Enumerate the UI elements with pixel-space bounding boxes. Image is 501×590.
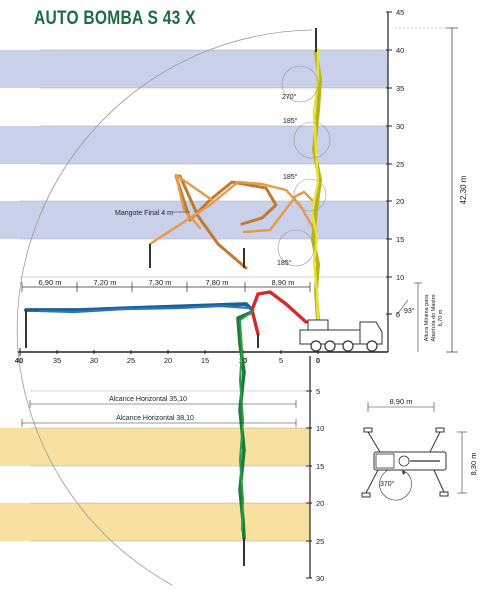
horizontal-reach: Alcance Horizontal 35,10 Alcance Horizon…	[21, 396, 297, 427]
reach-tick-35: 35	[53, 356, 61, 365]
depth-tick-20: 20	[316, 499, 324, 508]
depth-tick-30: 30	[316, 574, 324, 583]
height-tick-35: 35	[396, 84, 404, 93]
depth-tick-15: 15	[316, 462, 324, 471]
height-tick-20: 20	[396, 197, 404, 206]
depth-axis: 5 10 15 20 25 30	[306, 356, 324, 583]
boom-orange-inner	[148, 173, 314, 246]
boom-orange	[174, 174, 278, 270]
boom-yellow	[310, 48, 322, 324]
section-length-5: 8,90 m	[272, 278, 295, 287]
section-length-2: 7,20 m	[94, 278, 117, 287]
outrigger-top-view: 8,90 m 8,30 m 370°	[361, 397, 478, 501]
reach-tick-25: 25	[127, 356, 135, 365]
reach-tick-5: 5	[279, 356, 283, 365]
section-length-1: 6,90 m	[39, 278, 62, 287]
height-band-30-25	[0, 126, 388, 164]
reach-tick-30: 30	[90, 356, 98, 365]
rotation-angle-label: 370°	[380, 480, 395, 488]
page-title: AUTO BOMBA S 43 X	[34, 8, 196, 29]
mast-angle-marker	[395, 299, 409, 317]
reach-tick-40: 40	[15, 356, 23, 365]
boom-blue	[24, 302, 252, 314]
angle-label-top: 270°	[282, 93, 297, 101]
alcance-horizontal-35: Alcance Horizontal 35,10	[109, 396, 187, 403]
alcance-horizontal-38: Alcance Horizontal 38,10	[116, 415, 194, 422]
depth-band-10-15	[0, 428, 310, 466]
angle-label-joint2: 185°	[283, 173, 298, 181]
depth-tick-5: 5	[316, 387, 320, 396]
height-tick-30: 30	[396, 122, 404, 131]
altura-minima-line1: Altura Mínima para	[424, 294, 430, 341]
depth-band-20-25	[0, 503, 310, 541]
section-length-4: 7,80 m	[206, 278, 229, 287]
truck-side-view	[299, 319, 383, 352]
min-opening-height: Altura Mínima para Abertura do Mastro 6,…	[414, 282, 444, 352]
reach-tick-20: 20	[164, 356, 172, 365]
angle-label-joint3: 185°	[283, 117, 298, 125]
height-axis: 45 40 35 30 25 20 15 10 5	[386, 8, 404, 352]
height-band-40-35	[0, 50, 388, 88]
depth-bands	[0, 428, 310, 541]
height-bands	[0, 50, 388, 239]
depth-tick-10: 10	[316, 424, 324, 433]
section-length-3: 7,30 m	[149, 278, 172, 287]
boom-green	[236, 310, 254, 540]
reach-tick-15: 15	[201, 356, 209, 365]
angle-label-joint1: 185°	[277, 259, 292, 267]
depth-tick-25: 25	[316, 537, 324, 546]
height-tick-45: 45	[396, 8, 404, 17]
boom-red	[250, 290, 308, 336]
horizontal-axis: 40 35 30 25 20 15 10 5 0	[15, 348, 388, 365]
height-tick-5: 5	[396, 310, 400, 319]
total-height-dimension: 42,30 m	[395, 27, 468, 353]
band-lines	[20, 49, 388, 542]
angle-label-mast: 93°	[404, 307, 415, 315]
height-tick-15: 15	[396, 235, 404, 244]
reach-arc	[16, 29, 313, 586]
height-tick-25: 25	[396, 160, 404, 169]
outrigger-length-label: 8,30 m	[469, 453, 478, 476]
mangote-label: Mangote Final 4 m	[115, 210, 173, 217]
height-tick-10: 10	[396, 273, 404, 282]
total-height-label: 42,30 m	[459, 175, 468, 204]
altura-minima-line2: Abertura do Mastro	[431, 294, 437, 341]
section-lengths: 6,90 m 7,20 m 7,30 m 7,80 m 8,90 m	[21, 278, 311, 292]
outrigger-width-label: 8,90 m	[390, 397, 413, 406]
altura-minima-line3: 6,70 m	[438, 309, 444, 326]
reach-tick-0: 0	[316, 356, 320, 365]
height-tick-40: 40	[396, 46, 404, 55]
joint-circles	[277, 65, 331, 267]
